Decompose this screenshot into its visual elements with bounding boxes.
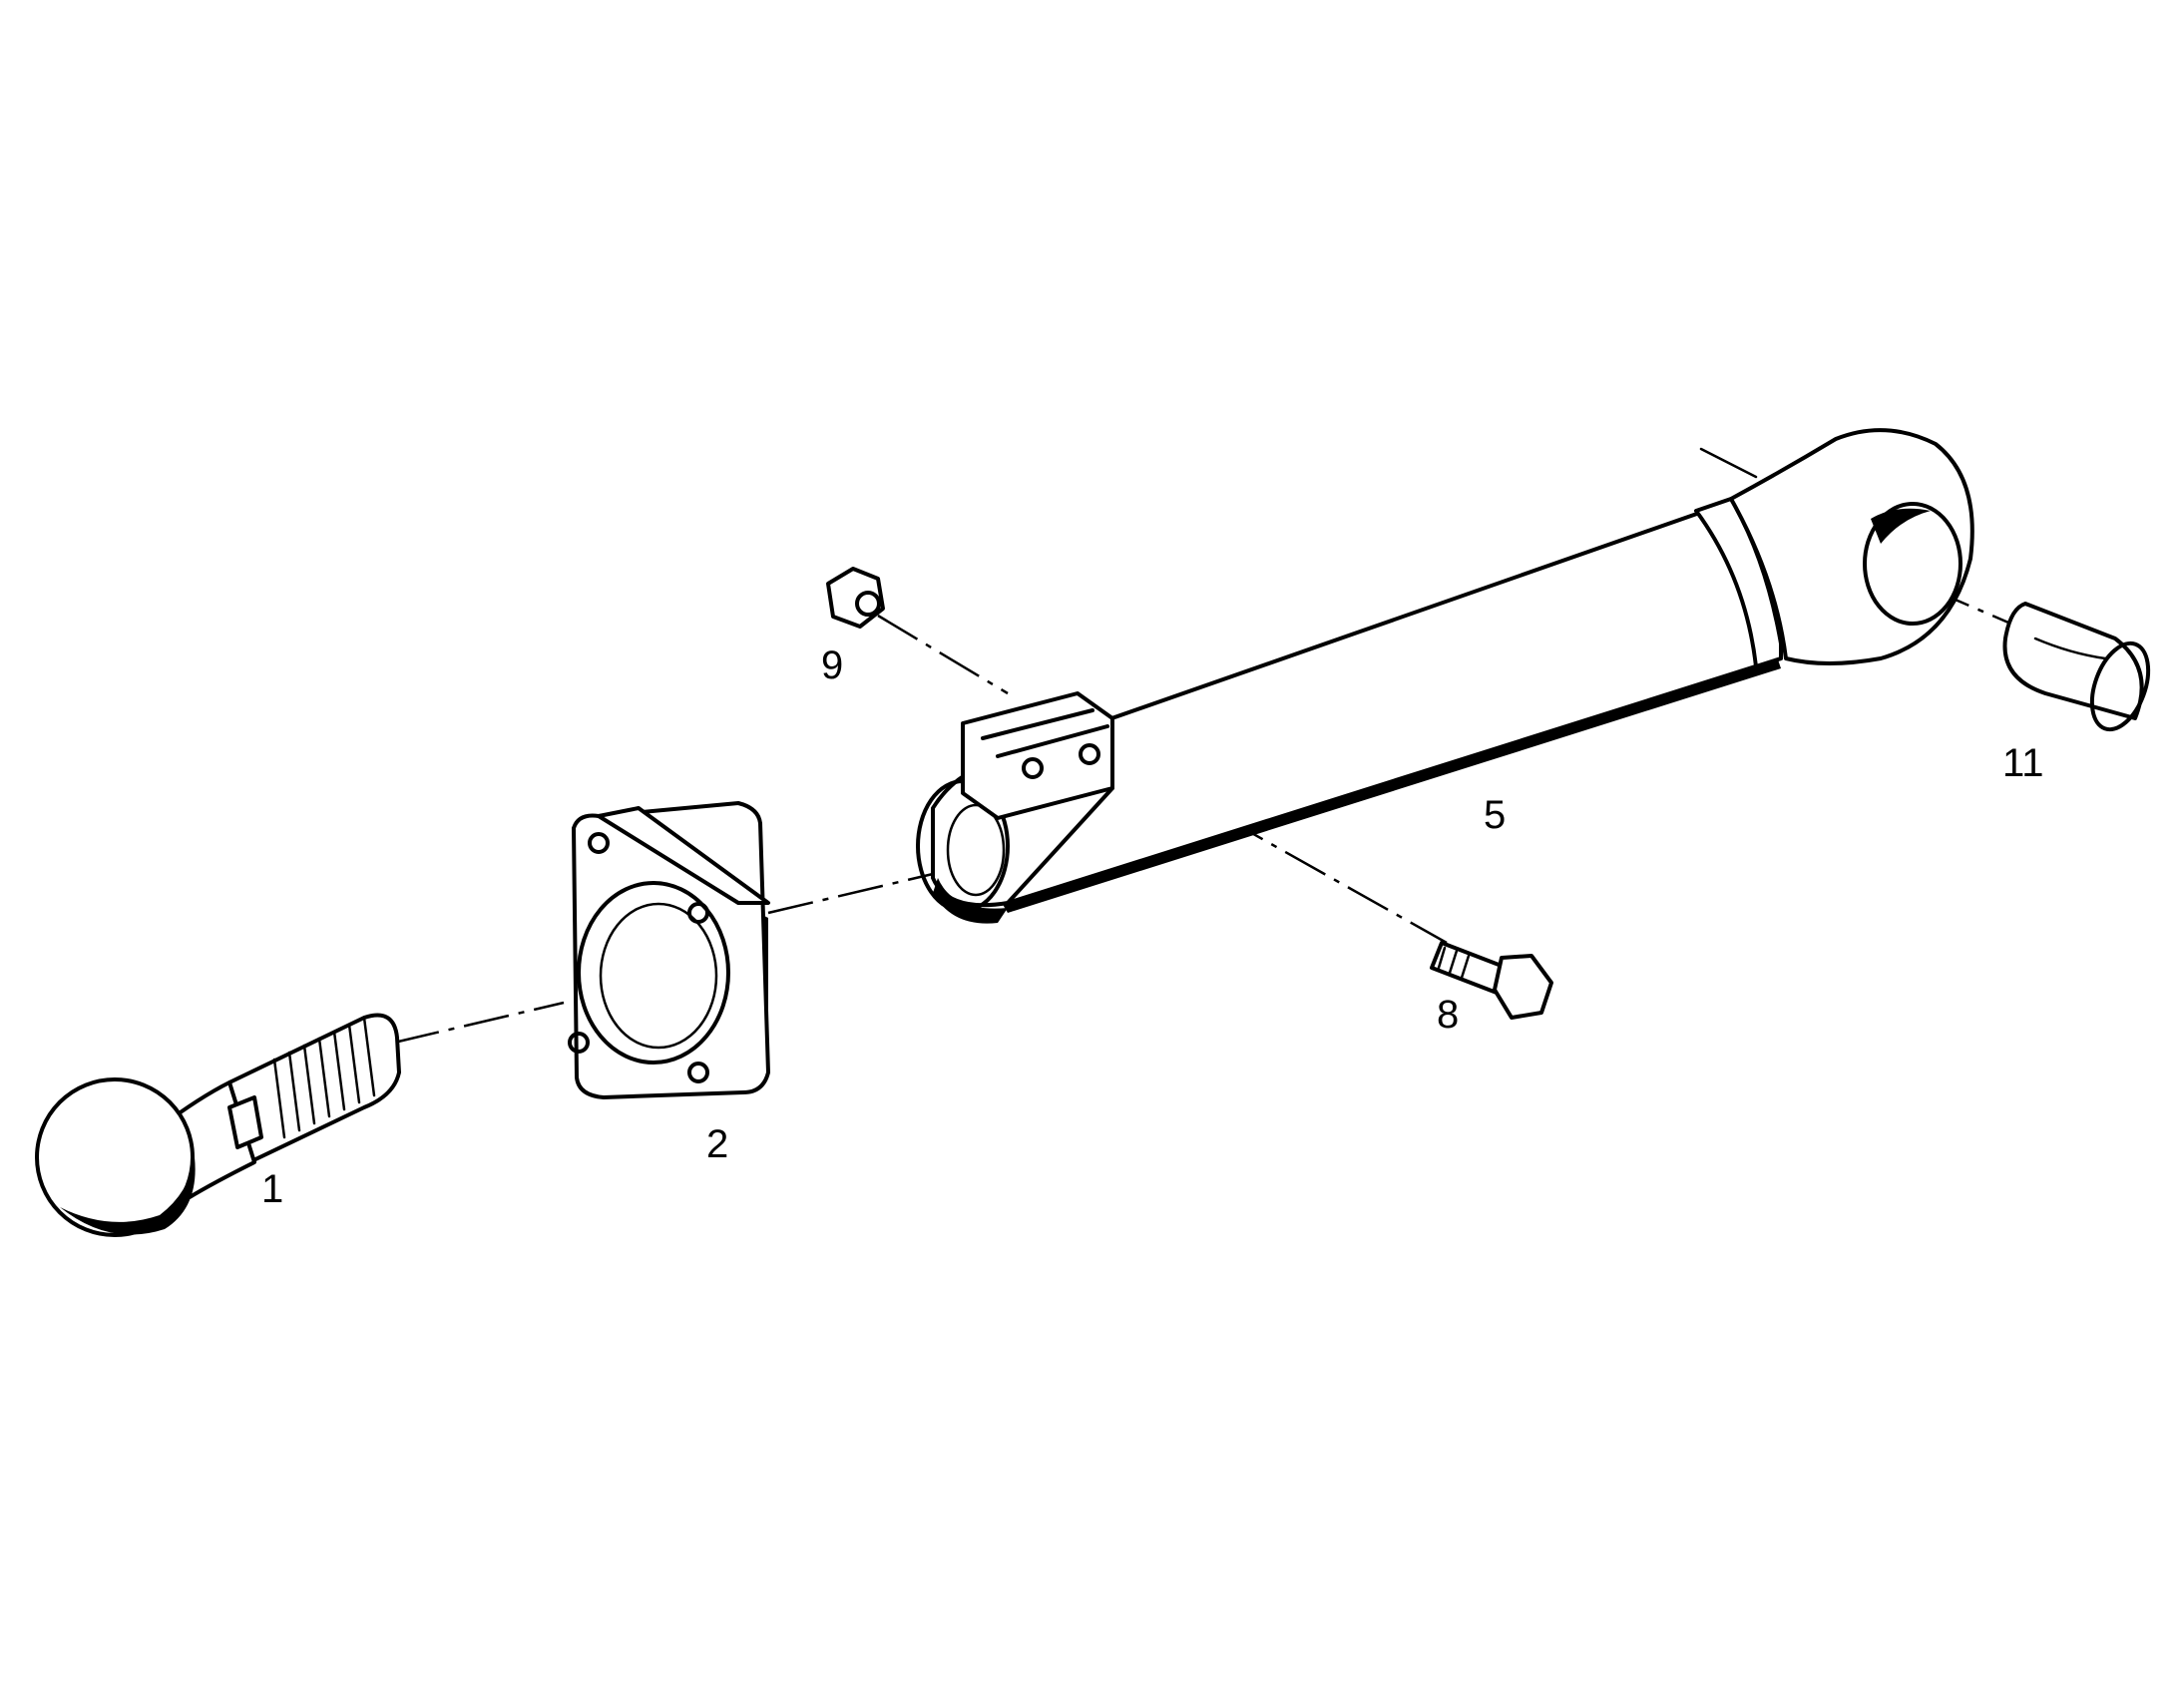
clamp-bore-thread — [946, 803, 1006, 897]
label-bushing: 11 — [2002, 741, 2044, 785]
tie-rod-eye-hole — [1863, 502, 1962, 626]
nut-body — [826, 567, 885, 629]
flange-plate — [568, 801, 770, 1099]
bolt — [1430, 941, 1553, 1020]
nut-axis — [877, 614, 1009, 695]
ball-stud-ball — [35, 1077, 195, 1237]
label-flange-plate: 2 — [706, 1122, 728, 1166]
label-nut: 9 — [821, 643, 843, 687]
flange-hole-tl — [588, 832, 610, 854]
part-labels: 1 2 5 8 9 11 — [261, 643, 2044, 1211]
bushing-end — [2089, 640, 2151, 732]
label-bolt: 8 — [1437, 993, 1459, 1037]
bushing — [2002, 602, 2151, 732]
flange-bore-inner — [599, 902, 718, 1050]
bolt-thread — [1437, 946, 1471, 980]
clamp-bolt-hole-2 — [1079, 743, 1100, 765]
bolt-head — [1493, 954, 1553, 1020]
bushing-body — [2002, 602, 2144, 720]
ball-stud — [35, 1013, 401, 1237]
flange-bore — [577, 881, 730, 1065]
tie-rod-tube — [996, 507, 1783, 905]
clamp-shadow — [933, 878, 1008, 924]
tie-rod-eye — [1729, 428, 1974, 665]
ball-stud-threads — [272, 1016, 376, 1139]
main-axis-line-2 — [767, 872, 934, 915]
main-axis-line — [393, 1001, 565, 1045]
nut — [826, 567, 885, 629]
flange-hole-tr — [687, 902, 709, 924]
clamp-bolt-hole-1 — [1022, 757, 1044, 779]
ball-stud-thread-shank — [227, 1013, 401, 1164]
nut-hole — [855, 591, 881, 617]
flange-top — [597, 806, 770, 905]
ball-stud-ball-shadow — [60, 1157, 196, 1235]
flange-hole-br — [687, 1062, 709, 1083]
bushing-seam — [2033, 637, 2107, 660]
ball-stud-flat — [227, 1095, 263, 1149]
clamp-lug-upper — [961, 691, 1114, 820]
flange-hole-bl — [568, 1032, 590, 1054]
label-ball-stud: 1 — [261, 1167, 283, 1211]
label-tie-rod: 5 — [1484, 793, 1506, 837]
tie-rod — [916, 428, 1974, 924]
clamp-bolt-axis — [1096, 744, 1448, 945]
clamp-lug-split — [981, 708, 1109, 758]
eye-axis-stub — [1699, 447, 1758, 479]
tie-rod-eye-hole-shadow — [1871, 508, 1931, 544]
